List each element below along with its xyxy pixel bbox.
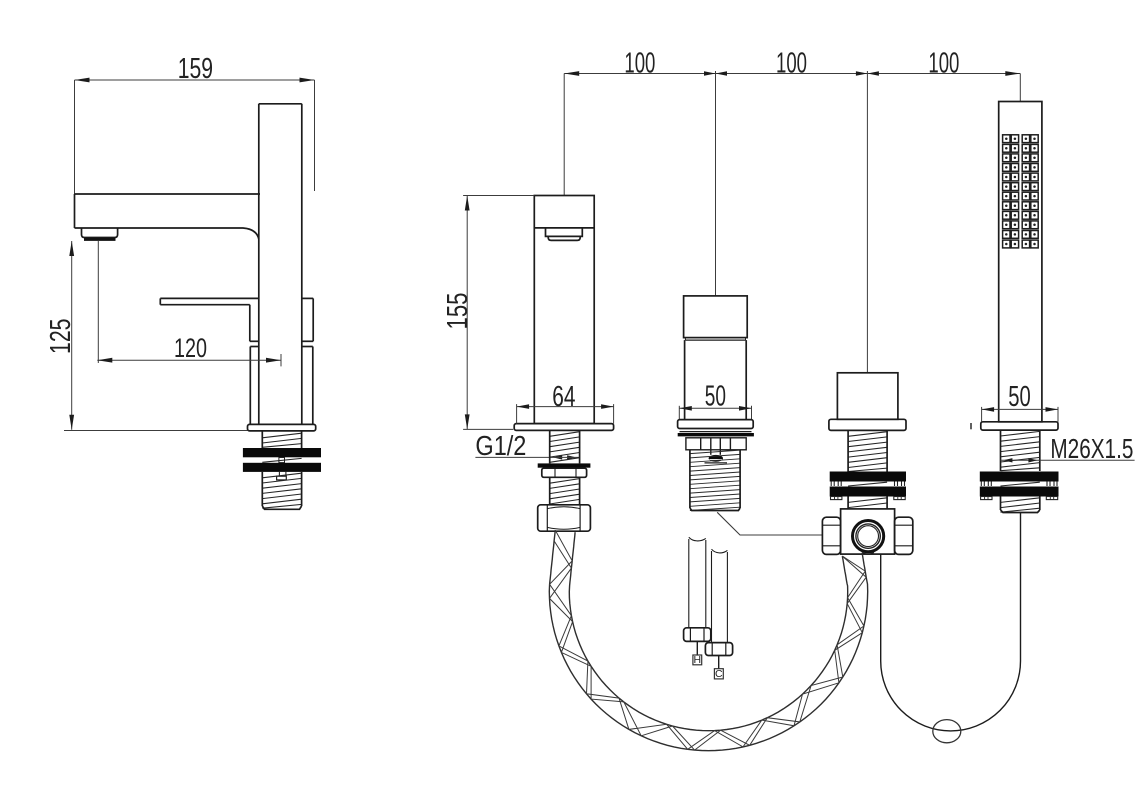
svg-text:64: 64 [552,381,575,413]
svg-text:50: 50 [1008,381,1031,413]
svg-text:H: H [694,654,702,666]
svg-text:100: 100 [776,48,807,80]
svg-text:C: C [715,668,723,680]
svg-text:125: 125 [45,319,77,355]
svg-text:155: 155 [442,293,474,330]
svg-text:G1/2: G1/2 [475,430,526,461]
svg-text:50: 50 [705,381,726,413]
svg-text:159: 159 [178,53,213,85]
svg-text:120: 120 [174,333,207,363]
svg-text:M26X1.5: M26X1.5 [1050,433,1133,464]
svg-text:100: 100 [624,48,655,80]
svg-text:100: 100 [928,48,959,80]
